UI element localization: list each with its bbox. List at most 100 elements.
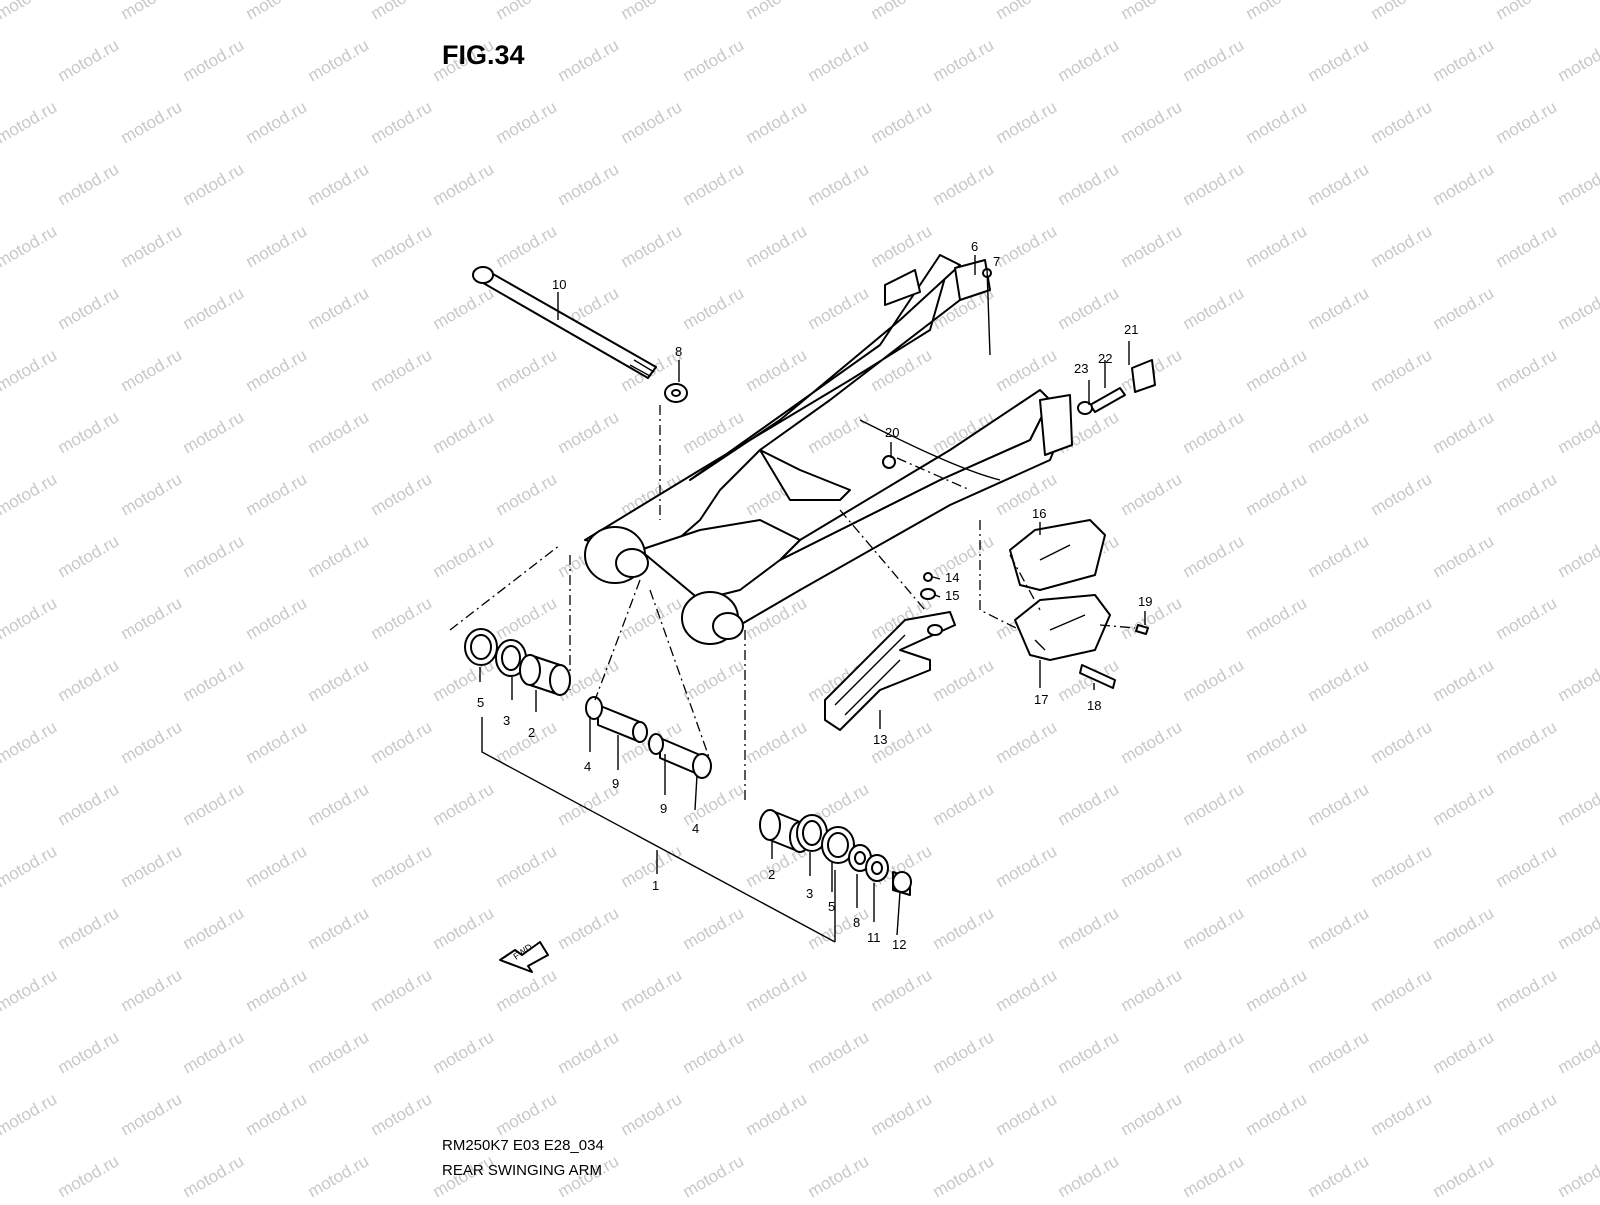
watermark-text: motod.ru <box>1430 903 1498 953</box>
watermark-text: motod.ru <box>1243 841 1311 891</box>
watermark-text: motod.ru <box>368 841 436 891</box>
watermark-text: motod.ru <box>868 965 936 1015</box>
watermark-text: motod.ru <box>305 1027 373 1077</box>
watermark-text: motod.ru <box>1555 1027 1600 1077</box>
watermark-text: motod.ru <box>1493 593 1561 643</box>
watermark-text: motod.ru <box>493 97 561 147</box>
watermark-text: motod.ru <box>680 903 748 953</box>
watermark-text: motod.ru <box>868 221 936 271</box>
watermark-text: motod.ru <box>743 1089 811 1139</box>
callout-3-left: 3 <box>503 713 510 728</box>
watermark-text: motod.ru <box>1118 717 1186 767</box>
watermark-text: motod.ru <box>1305 779 1373 829</box>
watermark-text: motod.ru <box>305 35 373 85</box>
diagram-code: RM250K7 E03 E28_034 <box>442 1137 604 1154</box>
watermark-text: motod.ru <box>1493 221 1561 271</box>
fwd-arrow: FWD <box>500 941 548 972</box>
watermark-text: motod.ru <box>1305 407 1373 457</box>
watermark-text: motod.ru <box>1305 903 1373 953</box>
watermark-text: motod.ru <box>305 903 373 953</box>
left-bearing-stack <box>465 629 570 695</box>
watermark-text: motod.ru <box>368 0 436 23</box>
callout-21: 21 <box>1124 322 1138 337</box>
watermark-text: motod.ru <box>493 593 561 643</box>
watermark-text: motod.ru <box>618 593 686 643</box>
watermark-text: motod.ru <box>368 717 436 767</box>
watermark-text: motod.ru <box>1305 159 1373 209</box>
watermark-text: motod.ru <box>305 779 373 829</box>
watermark-text: motod.ru <box>0 221 60 271</box>
watermark-text: motod.ru <box>305 283 373 333</box>
watermark-text: motod.ru <box>243 1089 311 1139</box>
watermark-text: motod.ru <box>743 0 811 23</box>
watermark-text: motod.ru <box>805 407 873 457</box>
watermark-text: motod.ru <box>180 407 248 457</box>
watermark-text: motod.ru <box>618 1089 686 1139</box>
watermark-text: motod.ru <box>555 35 623 85</box>
watermark-text: motod.ru <box>55 655 123 705</box>
watermark-text: motod.ru <box>1368 965 1436 1015</box>
watermark-text: motod.ru <box>868 1089 936 1139</box>
watermark-text: motod.ru <box>1555 655 1600 705</box>
watermark-text: motod.ru <box>430 1027 498 1077</box>
callout-17: 17 <box>1034 692 1048 707</box>
watermark-text: motod.ru <box>55 407 123 457</box>
watermark-text: motod.ru <box>180 531 248 581</box>
callout-4-right: 4 <box>692 821 699 836</box>
watermark-text: motod.ru <box>1368 0 1436 23</box>
callout-2-right: 2 <box>768 867 775 882</box>
watermark-text: motod.ru <box>1368 841 1436 891</box>
callout-22: 22 <box>1098 351 1112 366</box>
watermark-text: motod.ru <box>305 1151 373 1200</box>
watermark-text: motod.ru <box>180 159 248 209</box>
watermark-text: motod.ru <box>555 903 623 953</box>
watermark-text: motod.ru <box>1493 841 1561 891</box>
watermark-text: motod.ru <box>805 35 873 85</box>
watermark-text: motod.ru <box>0 965 60 1015</box>
watermark-text: motod.ru <box>1555 1151 1600 1200</box>
watermark-text: motod.ru <box>55 779 123 829</box>
watermark-text: motod.ru <box>618 221 686 271</box>
callout-5-left: 5 <box>477 695 484 710</box>
watermark-text: motod.ru <box>1493 1089 1561 1139</box>
watermark-text: motod.ru <box>118 717 186 767</box>
watermark-text: motod.ru <box>1430 35 1498 85</box>
watermark-text: motod.ru <box>868 345 936 395</box>
watermark-text: motod.ru <box>1368 593 1436 643</box>
watermark-text: motod.ru <box>680 1151 748 1200</box>
watermark-text: motod.ru <box>868 97 936 147</box>
watermark-text: motod.ru <box>243 0 311 23</box>
watermark-text: motod.ru <box>180 1151 248 1200</box>
watermark-text: motod.ru <box>1243 1089 1311 1139</box>
watermark-text: motod.ru <box>0 841 60 891</box>
watermark-text: motod.ru <box>555 407 623 457</box>
callout-19: 19 <box>1138 594 1152 609</box>
watermark-text: motod.ru <box>993 345 1061 395</box>
figure-title: FIG.34 <box>442 40 525 71</box>
watermark-text: motod.ru <box>805 159 873 209</box>
callout-1: 1 <box>652 878 659 893</box>
watermark-text: motod.ru <box>1493 965 1561 1015</box>
watermark-text: motod.ru <box>118 0 186 23</box>
watermark-text: motod.ru <box>680 655 748 705</box>
watermark-text: motod.ru <box>680 779 748 829</box>
watermark-text: motod.ru <box>180 655 248 705</box>
watermark-text: motod.ru <box>1243 97 1311 147</box>
watermark-text: motod.ru <box>243 469 311 519</box>
watermark-text: motod.ru <box>993 841 1061 891</box>
callout-14: 14 <box>945 570 959 585</box>
watermark-text: motod.ru <box>180 1027 248 1077</box>
watermark-text: motod.ru <box>930 1027 998 1077</box>
watermark-text: motod.ru <box>1180 779 1248 829</box>
watermark-text: motod.ru <box>493 221 561 271</box>
watermark-text: motod.ru <box>493 469 561 519</box>
watermark-text: motod.ru <box>1430 283 1498 333</box>
watermark-text: motod.ru <box>1493 97 1561 147</box>
watermark-text: motod.ru <box>1118 469 1186 519</box>
watermark-text: motod.ru <box>1368 345 1436 395</box>
watermark-text: motod.ru <box>1180 35 1248 85</box>
watermark-text: motod.ru <box>1555 35 1600 85</box>
